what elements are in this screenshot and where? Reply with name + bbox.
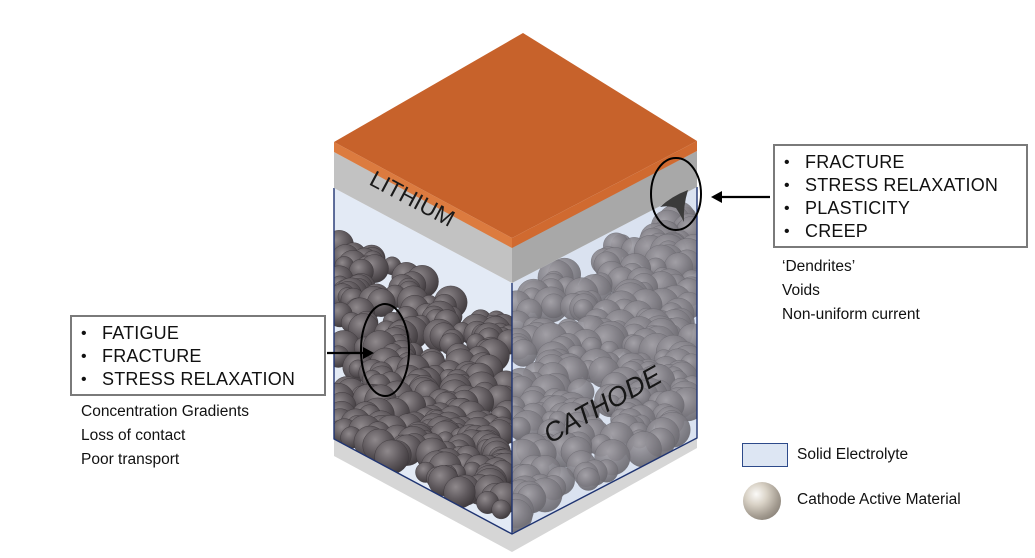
cathode-effect-contact: Loss of contact <box>81 427 186 444</box>
legend-material-swatch <box>743 482 781 520</box>
lithium-issue-fracture: FRACTURE <box>775 151 1026 174</box>
cathode-issue-stress-relaxation: STRESS RELAXATION <box>72 368 324 391</box>
lithium-top-edge-left <box>334 142 512 248</box>
cathode-issue-fatigue: FATIGUE <box>72 322 324 345</box>
lithium-issue-plasticity: PLASTICITY <box>775 197 1026 220</box>
cathode-particles-left <box>334 230 512 520</box>
lithium-top-edge-right <box>512 141 697 248</box>
lithium-effect-current: Non-uniform current <box>782 306 920 323</box>
lithium-issue-creep: CREEP <box>775 220 1026 243</box>
cathode-issue-fracture: FRACTURE <box>72 345 324 368</box>
cathode-particle <box>576 467 600 491</box>
lithium-arrow-head <box>711 191 722 203</box>
lithium-band-left <box>334 152 512 283</box>
lithium-effects: ‘Dendrites’ Voids Non-uniform current <box>782 255 920 327</box>
lithium-effect-dendrites: ‘Dendrites’ <box>782 258 856 275</box>
cathode-particles-right <box>512 201 697 533</box>
lithium-mechanics-box: FRACTURE STRESS RELAXATION PLASTICITY CR… <box>773 144 1028 248</box>
legend-electrolyte-label: Solid Electrolyte <box>797 446 909 463</box>
lithium-issue-stress-relaxation: STRESS RELAXATION <box>775 174 1026 197</box>
cathode-callout-ellipse <box>360 303 410 397</box>
cathode-effect-concentration: Concentration Gradients <box>81 403 250 420</box>
electrolyte-right-glass <box>512 187 697 534</box>
legend-electrolyte-swatch <box>742 443 788 467</box>
lithium-callout-ellipse <box>650 157 702 231</box>
lithium-top <box>334 33 697 238</box>
cathode-effect-transport: Poor transport <box>81 451 180 468</box>
lithium-effect-voids: Voids <box>782 282 820 299</box>
cathode-particle <box>512 339 537 367</box>
cathode-effects: Concentration Gradients Loss of contact … <box>81 400 249 472</box>
cathode-particle <box>491 499 511 520</box>
cathode-arrow-head <box>363 347 374 359</box>
cell-base <box>334 438 697 552</box>
cathode-mechanics-box: FATIGUE FRACTURE STRESS RELAXATION <box>70 315 326 396</box>
legend-material-label: Cathode Active Material <box>797 491 961 508</box>
lithium-band-right <box>512 151 697 283</box>
dendrite-crack <box>660 190 688 222</box>
